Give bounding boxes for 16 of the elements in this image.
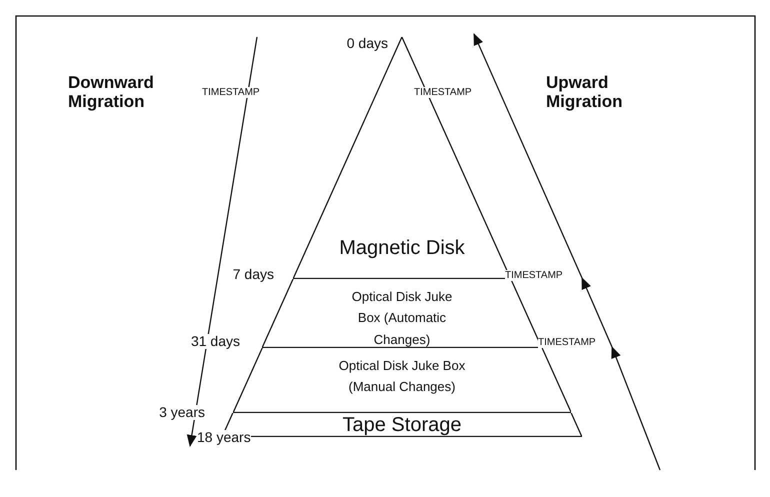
pyramid-tier [232, 348, 572, 413]
tier-label: Magnetic Disk [338, 237, 466, 260]
time-label: 3 years [159, 405, 205, 420]
time-label: 0 days [346, 36, 388, 52]
timestamp-label: TIMESTAMP [202, 87, 260, 98]
time-label: 31 days [190, 334, 240, 350]
heading: Upward Migration [546, 74, 624, 112]
time-label: 7 days [232, 267, 274, 282]
timestamp-label: TIMESTAMP [538, 337, 596, 348]
tier-label: Optical Disk Juke Box (Automatic Changes) [350, 288, 454, 349]
timestamp-label: TIMESTAMP [414, 87, 472, 98]
time-label: 18 years [197, 430, 251, 446]
tier-label: Optical Disk Juke Box (Manual Changes) [338, 357, 466, 396]
heading: Downward Migration [68, 74, 155, 112]
tier-label: Tape Storage [342, 414, 462, 436]
timestamp-label: TIMESTAMP [505, 270, 563, 281]
